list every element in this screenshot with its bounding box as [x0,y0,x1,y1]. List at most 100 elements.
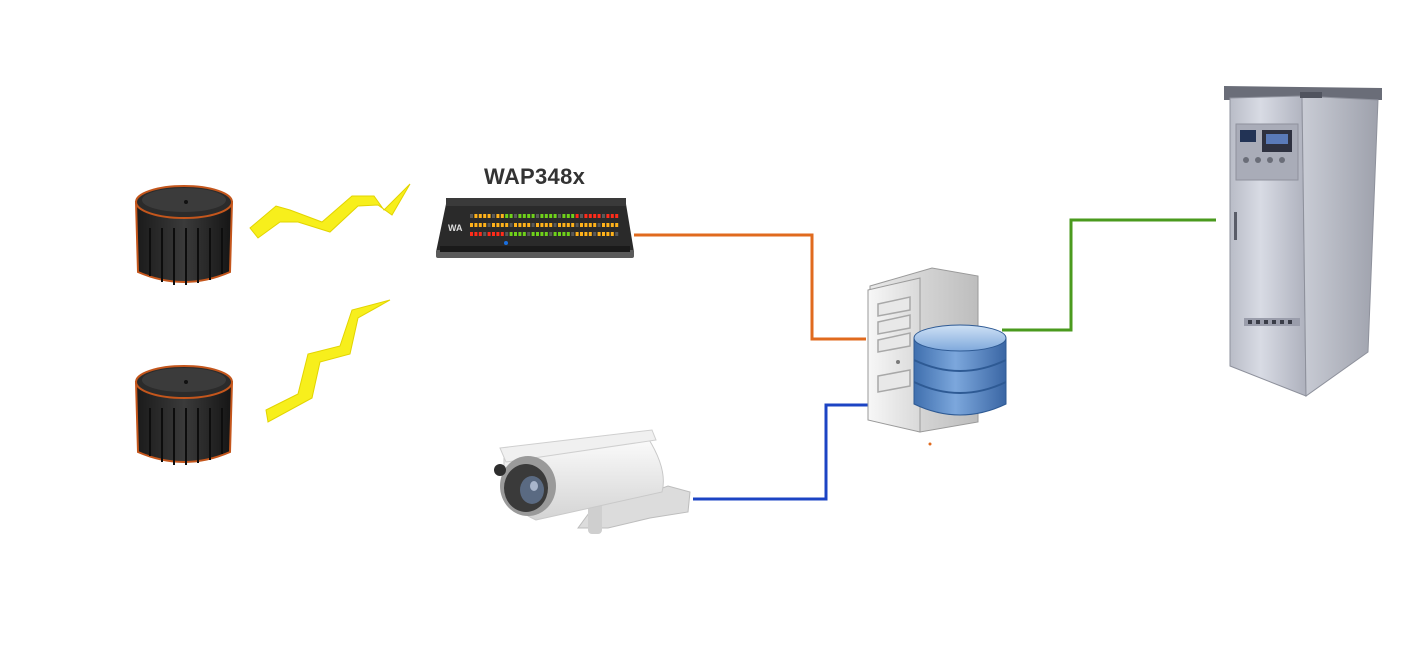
ap-led [527,232,531,236]
ap-led [575,214,579,218]
ap-led [509,232,513,236]
sensor-puck-icon [134,365,234,465]
ap-led [580,214,583,218]
ap-led [549,232,553,236]
ap-led [615,214,619,218]
ap-led [470,223,473,227]
ap-led [531,214,535,218]
ap-led [518,214,522,218]
ap-led [562,232,566,236]
ap-led [553,232,557,236]
ap-led [478,214,482,218]
ap-led [527,214,531,218]
ap-led [487,214,491,218]
ap-led [522,232,526,236]
control-cabinet-icon [1224,86,1382,397]
ap-led [544,223,548,227]
ap-led [492,232,495,236]
ap-led [571,232,575,236]
ap-led [483,223,487,227]
ap-led [558,223,561,227]
ap-led [602,232,605,236]
ap-led [606,223,610,227]
ap-led [549,223,553,227]
ap-led [483,214,487,218]
ap-led [536,232,539,236]
ap-led [500,223,504,227]
ap-led [474,232,478,236]
cctv-camera-icon [494,429,691,534]
svg-text:WA: WA [448,223,463,233]
server-database-icon [867,267,1007,446]
ap-led [496,214,500,218]
ap-led [553,223,557,227]
ap-led [606,214,610,218]
ap-led [483,232,487,236]
ap-led [610,232,614,236]
ap-led [606,232,610,236]
lightning-bolt-icon [249,183,411,239]
ap-led [615,223,619,227]
ap-led [584,214,588,218]
ap-led [478,232,482,236]
ap-led [544,232,548,236]
ap-led [518,232,522,236]
ap-led [536,223,539,227]
ap-led [531,232,535,236]
ap-led [593,232,597,236]
ap-led [500,232,504,236]
ap-led [615,232,619,236]
ap-led [474,214,478,218]
ap-led [505,214,509,218]
ap-led [509,223,513,227]
ap-led [597,232,601,236]
ap-led [602,214,605,218]
ap-led [571,223,575,227]
ap-led [602,223,605,227]
ap-led [492,214,495,218]
ap-led [514,232,517,236]
wireless-access-point-icon: WA [436,198,634,258]
ap-led [580,232,583,236]
ap-led [531,223,535,227]
ap-led [522,223,526,227]
ap-led [597,223,601,227]
ap-led [571,214,575,218]
ap-led [558,232,561,236]
ap-led [597,214,601,218]
ap-to-server-connector [634,233,866,341]
ap-led [487,223,491,227]
ap-led [496,223,500,227]
ap-led [522,214,526,218]
server-to-cabinet-connector [1002,218,1216,332]
ap-led [470,232,473,236]
ap-led [566,232,570,236]
ap-led [588,214,592,218]
ap-led [540,232,544,236]
ap-led [580,223,583,227]
ap-led [487,232,491,236]
ap-led [505,223,509,227]
sensor-puck-icon [134,185,234,285]
lightning-bolt-icon [265,299,391,423]
access-point-label: WAP348x [484,164,586,189]
ap-led [544,214,548,218]
ap-led [492,223,495,227]
ap-led [562,214,566,218]
ap-led [593,214,597,218]
ap-led [500,214,504,218]
ap-led [558,214,561,218]
ap-led [470,214,473,218]
ap-led [610,223,614,227]
ap-led [588,232,592,236]
ap-led [514,214,517,218]
ap-led [518,223,522,227]
ap-led [496,232,500,236]
ap-led [505,232,509,236]
ap-led [588,223,592,227]
ap-led [566,214,570,218]
ap-led [509,214,513,218]
ap-led [575,232,579,236]
ap-led [562,223,566,227]
ap-led [478,223,482,227]
